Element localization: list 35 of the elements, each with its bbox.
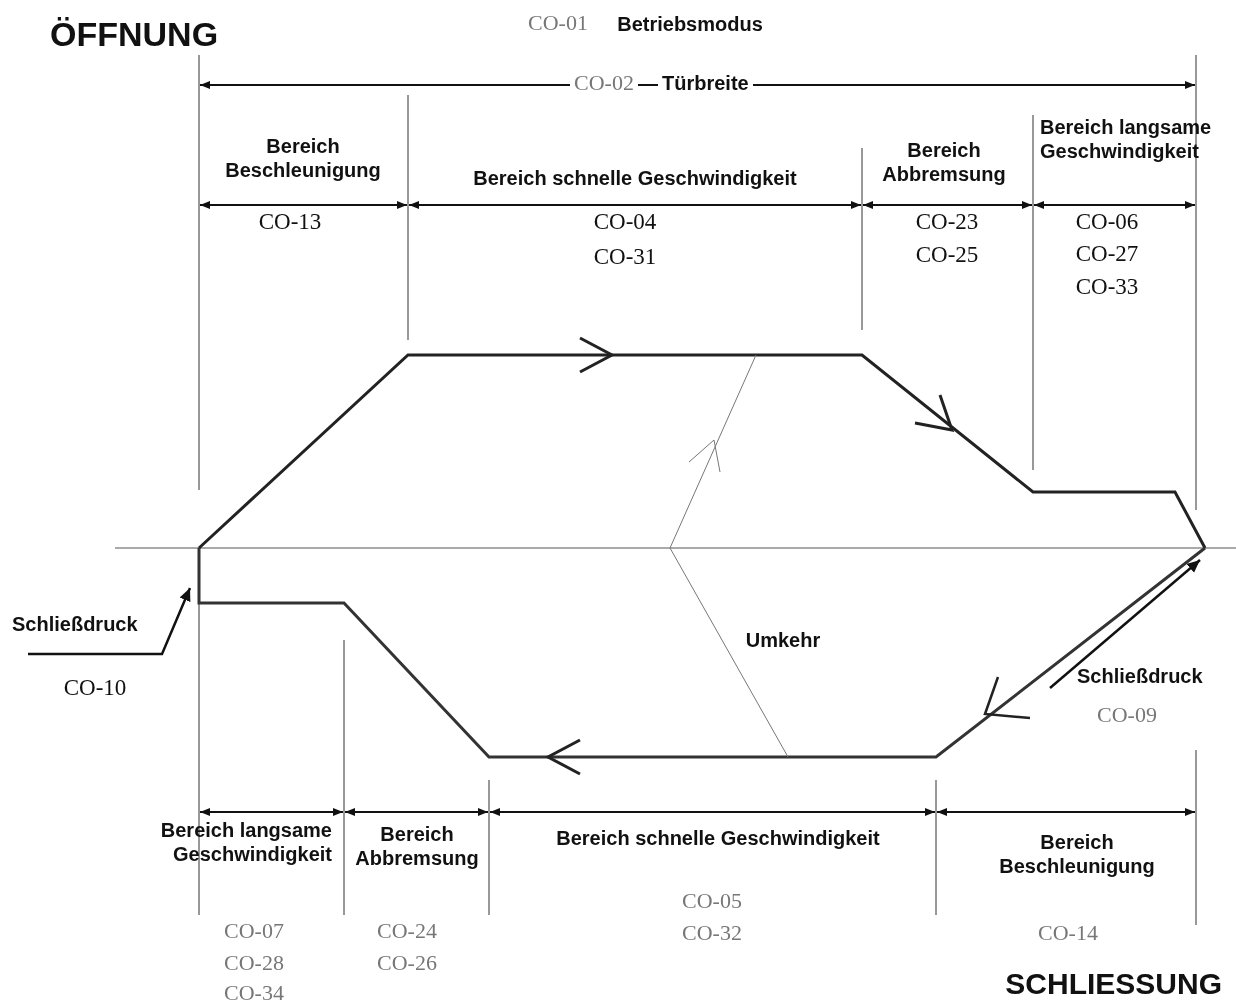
zone-label: Bereich Abbremsung bbox=[881, 138, 1007, 186]
zone-label: Bereich langsame Geschwindigkeit bbox=[1040, 115, 1213, 163]
parameter-code: CO-10 bbox=[62, 674, 128, 702]
parameter-code: CO-09 bbox=[1096, 702, 1158, 729]
parameter-code: CO-31 bbox=[592, 243, 658, 271]
parameter-code: CO-04 bbox=[592, 208, 658, 236]
callout-text: Schließdruck bbox=[12, 612, 167, 636]
parameter-code: CO-25 bbox=[914, 241, 980, 269]
parameter-code: CO-34 bbox=[223, 980, 285, 1006]
parameter-code: CO-26 bbox=[376, 950, 438, 977]
zone-label: Bereich Beschleunigung bbox=[998, 830, 1156, 878]
leader-arrow bbox=[28, 587, 192, 656]
zone-label: Bereich langsame Geschwindigkeit bbox=[159, 818, 332, 866]
parameter-code: CO-01 bbox=[527, 10, 589, 37]
parameter-code: CO-33 bbox=[1074, 273, 1140, 301]
callout-text: Schließdruck bbox=[1077, 664, 1235, 688]
parameter-code: CO-07 bbox=[223, 918, 285, 945]
zone-label: Bereich schnelle Geschwindigkeit bbox=[472, 166, 798, 190]
parameter-code: CO-13 bbox=[257, 208, 323, 236]
reversal-label: Umkehr bbox=[744, 628, 822, 652]
leader-arrow bbox=[1049, 559, 1201, 689]
direction-heading: SCHLIESSUNG bbox=[1004, 966, 1222, 1002]
zone-label: Bereich schnelle Geschwindigkeit bbox=[555, 826, 881, 850]
parameter-code: CO-05 bbox=[681, 888, 743, 915]
parameter-code: CO-06 bbox=[1074, 208, 1140, 236]
zone-label: Bereich Beschleunigung bbox=[224, 134, 382, 182]
parameter-code: CO-32 bbox=[681, 920, 743, 947]
direction-heading: ÖFFNUNG bbox=[50, 14, 220, 55]
parameter-code: CO-27 bbox=[1074, 240, 1140, 268]
parameter-code: CO-23 bbox=[914, 208, 980, 236]
parameter-code: CO-28 bbox=[223, 950, 285, 977]
zone-label: Bereich Abbremsung bbox=[354, 822, 480, 870]
parameter-code: CO-24 bbox=[376, 918, 438, 945]
parameter-name: Betriebsmodus bbox=[616, 12, 764, 36]
parameter-code: CO-14 bbox=[1037, 920, 1099, 947]
